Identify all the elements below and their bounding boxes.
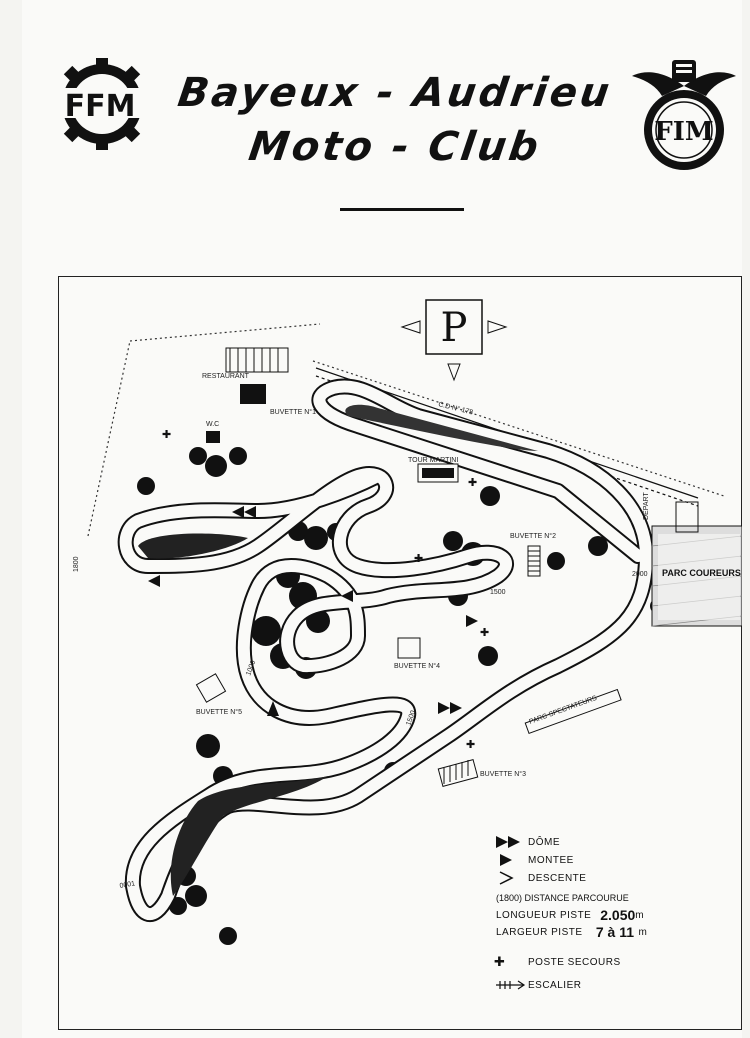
page-title-line2: Moto - Club <box>246 124 544 170</box>
first-aid-posts: ✚ ✚ ✚ ✚ ✚ <box>162 428 489 751</box>
direction-markers <box>148 506 478 716</box>
label-depart: DEPART <box>643 492 650 520</box>
distance-marker: 1500 <box>405 710 417 727</box>
label-wc: W.C <box>206 421 219 428</box>
label-buvette3: BUVETTE N°3 <box>480 770 526 778</box>
ffm-logo: FFM <box>50 58 150 150</box>
circuit-map: P C.D N° 178 <box>73 299 742 945</box>
ffm-logo-text: FFM <box>65 89 136 124</box>
label-tour-martini: TOUR MARTINI <box>408 457 458 464</box>
distance-marker: 2000 <box>632 571 648 578</box>
legend-distance-note: (1800) DISTANCE PARCOURUE <box>496 893 629 903</box>
race-track <box>117 378 654 922</box>
legend-escalier: ESCALIER <box>494 979 581 991</box>
svg-text:✚: ✚ <box>480 626 489 639</box>
legend-longueur: LONGUEUR PISTE 2.050 m <box>496 907 645 923</box>
label-buvette2: BUVETTE N°2 <box>510 532 556 540</box>
dome-icon <box>496 836 520 848</box>
boundary-fence <box>87 323 725 537</box>
svg-text:✚: ✚ <box>162 428 171 441</box>
legend-dome: DÔME <box>494 835 560 849</box>
descente-icon <box>499 871 514 885</box>
legend-largeur: LARGEUR PISTE 7 à 11 m <box>496 924 648 940</box>
first-aid-icon: ✚ <box>494 955 505 970</box>
svg-text:✚: ✚ <box>468 476 477 489</box>
legend-poste-secours: ✚ POSTE SECOURS <box>494 955 621 970</box>
road-label: C.D N° 178 <box>438 400 474 416</box>
infield-bottom <box>170 776 328 896</box>
label-buvette5: BUVETTE N°5 <box>196 708 242 716</box>
svg-text:✚: ✚ <box>414 552 423 565</box>
stairs-icon <box>496 980 526 990</box>
distance-marker: 1800 <box>73 556 80 572</box>
distance-marker: 1500 <box>490 589 506 596</box>
map-structures <box>195 347 742 787</box>
page-title-line1: Bayeux - Audrieu <box>175 70 615 116</box>
label-buvette4: BUVETTE N°4 <box>394 662 440 670</box>
legend-descente: DESCENTE <box>494 871 586 885</box>
infield-left <box>138 533 248 559</box>
fim-logo-text: FIM <box>654 117 713 147</box>
title-divider <box>340 208 464 211</box>
label-restaurant: RESTAURANT <box>202 373 250 380</box>
parking-sign: P <box>400 299 508 382</box>
fim-logo: FIM <box>632 60 736 170</box>
svg-text:✚: ✚ <box>466 738 475 751</box>
label-buvette1: BUVETTE N°1 <box>270 408 316 416</box>
legend-montee: MONTEE <box>494 853 574 867</box>
map-frame <box>58 276 742 1030</box>
label-parc-coureurs: PARC COUREURS <box>662 568 741 578</box>
parking-letter: P <box>441 305 468 351</box>
distance-marker: 0001 <box>119 880 136 890</box>
montee-icon <box>500 854 512 866</box>
distance-marker: 1000 <box>245 660 257 677</box>
